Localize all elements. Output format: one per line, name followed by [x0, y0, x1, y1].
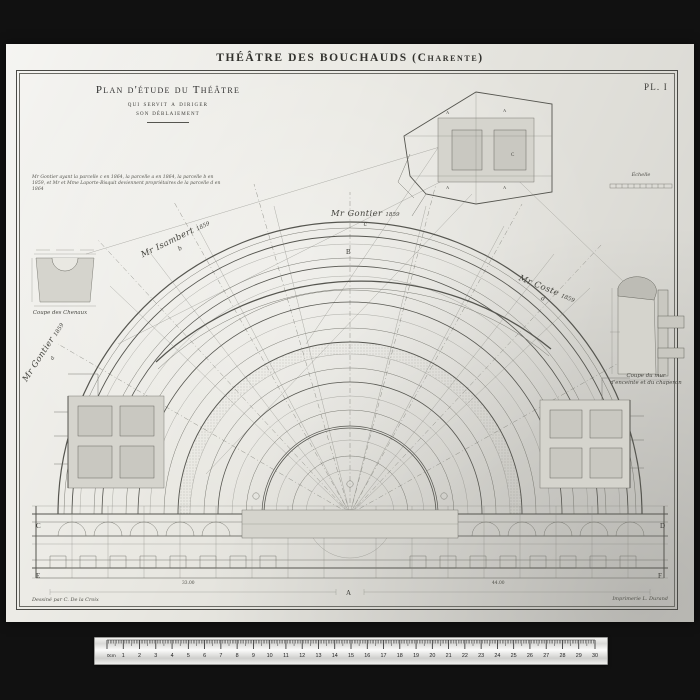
cavea-arcs	[57, 221, 643, 515]
dimension-left: 33.00	[182, 581, 195, 586]
caption-coupe-du-mur-line1: Coupe du mur	[626, 373, 666, 379]
title-block-line-1: Plan d'étude du Théâtre	[95, 84, 241, 96]
plate-border-inner	[19, 73, 675, 607]
svg-text:0cm: 0cm	[107, 653, 116, 658]
radial-construction-lines	[57, 183, 643, 515]
dimension-right: 44.00	[492, 581, 505, 586]
plate-border-outer	[16, 70, 678, 610]
svg-text:17: 17	[381, 653, 387, 659]
owner-year-c: 1859	[385, 212, 400, 218]
inset-coupe-du-mur	[610, 276, 685, 381]
owner-name-c: Mr Gontier	[331, 208, 383, 218]
svg-text:5: 5	[187, 653, 190, 659]
svg-text:20: 20	[429, 653, 435, 659]
svg-text:8: 8	[236, 653, 239, 659]
inset-coupe-des-chenaux	[31, 249, 96, 307]
svg-text:A: A	[446, 110, 450, 115]
pier-plan-band	[49, 555, 637, 569]
scale-bar	[609, 183, 673, 189]
svg-text:18: 18	[397, 653, 403, 659]
axis-marker-a: A	[346, 589, 352, 597]
owner-letter-c: c	[363, 221, 367, 228]
caption-coupe-du-mur: Coupe du mur d'enceinte et du chaperon	[600, 373, 692, 387]
plate-number: PL. I	[644, 82, 668, 92]
svg-text:13: 13	[315, 653, 321, 659]
svg-text:C: C	[511, 153, 515, 158]
svg-text:A: A	[503, 185, 507, 190]
svg-text:28: 28	[559, 653, 565, 659]
caption-coupe-des-chenaux: Coupe des Chenaux	[32, 310, 88, 316]
svg-text:16: 16	[364, 653, 370, 659]
plate-sheet: THÉÂTRE DES BOUCHAUDS (Charente) PL. I P…	[6, 44, 694, 622]
axis-marker-d: D	[660, 522, 666, 530]
right-wing-structure	[539, 377, 644, 489]
left-wing-structure	[54, 373, 165, 489]
caption-coupe-du-mur-line2: d'enceinte et du chaperon	[610, 380, 682, 386]
svg-text:12: 12	[299, 653, 305, 659]
svg-text:25: 25	[511, 653, 517, 659]
title-block-rule	[147, 122, 189, 123]
svg-text:21: 21	[446, 653, 452, 659]
svg-text:19: 19	[413, 653, 419, 659]
scale-label: Échelle	[631, 172, 651, 178]
outer-enclosure-arc	[155, 280, 552, 370]
axis-marker-f: F	[658, 572, 662, 580]
draughtsman-signature: Dessiné par C. De la Croix	[32, 597, 99, 603]
svg-text:27: 27	[543, 653, 549, 659]
axis-marker-c: C	[36, 522, 41, 530]
scaena-substructure-plan	[32, 505, 668, 595]
svg-text:7: 7	[219, 653, 222, 659]
svg-text:24: 24	[494, 653, 500, 659]
ownership-note: Mr Gontier ayant la parcelle c en 1864, …	[32, 175, 221, 193]
svg-text:11: 11	[283, 653, 289, 659]
inset-scaena-detail: A A A A C	[397, 91, 553, 217]
axis-marker-b: B	[346, 248, 351, 256]
svg-text:4: 4	[171, 653, 174, 659]
axis-marker-e: E	[36, 572, 41, 580]
svg-text:3: 3	[154, 653, 157, 659]
printer-signature: Imprimerie L. Durand	[612, 596, 668, 602]
sight-lines	[85, 129, 627, 475]
svg-text:2: 2	[138, 653, 141, 659]
svg-text:9: 9	[252, 653, 255, 659]
title-block-line-2: qui servit a diriger	[127, 99, 209, 108]
svg-text:6: 6	[203, 653, 206, 659]
svg-text:23: 23	[478, 653, 484, 659]
svg-text:1: 1	[122, 653, 125, 659]
title-block: Plan d'étude du Théâtre qui servit a dir…	[52, 84, 284, 123]
svg-text:29: 29	[576, 653, 582, 659]
svg-text:15: 15	[348, 653, 354, 659]
svg-text:30: 30	[592, 653, 598, 659]
svg-text:22: 22	[462, 653, 468, 659]
theatre-plan-drawing: A A A A C	[31, 91, 685, 595]
plate-title: THÉÂTRE DES BOUCHAUDS (Charente)	[216, 52, 484, 64]
svg-text:A: A	[503, 108, 507, 113]
svg-text:A: A	[446, 185, 450, 190]
vault-arcade-right	[471, 521, 645, 537]
svg-text:14: 14	[332, 653, 338, 659]
svg-text:10: 10	[267, 653, 273, 659]
svg-text:26: 26	[527, 653, 533, 659]
title-block-line-3: son déblaiement	[136, 110, 200, 117]
